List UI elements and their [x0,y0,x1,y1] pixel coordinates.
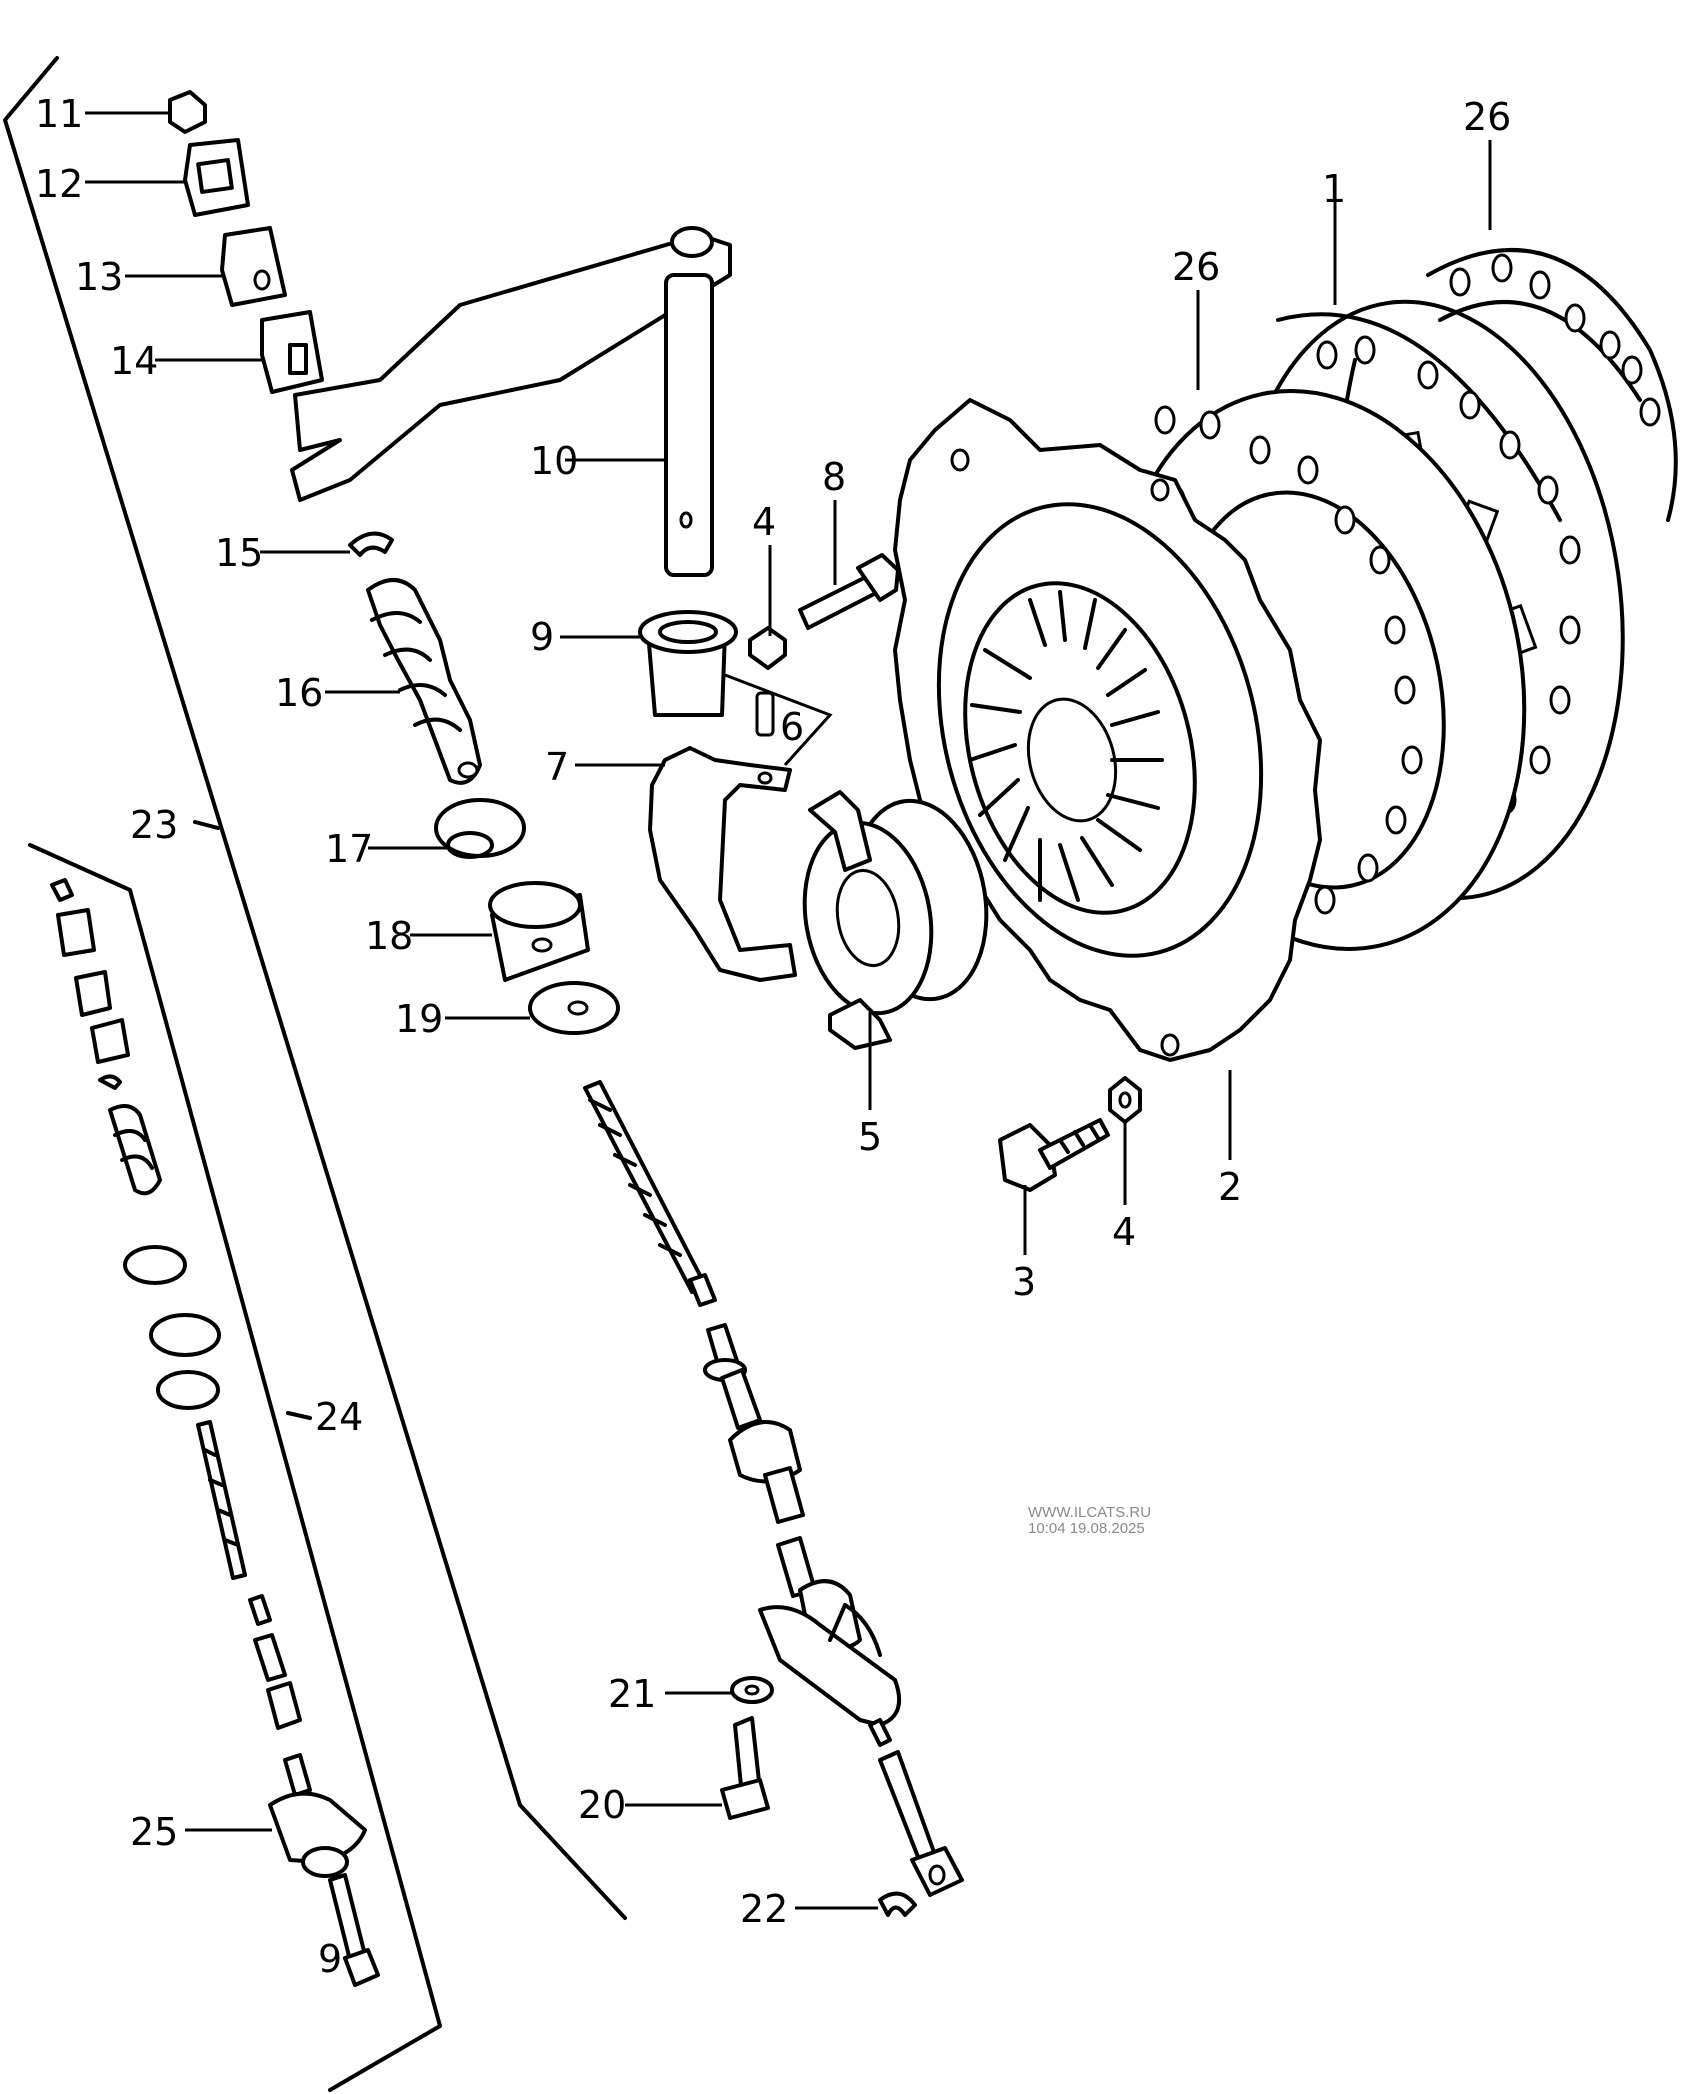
nut-4-right [1108,1076,1142,1124]
leader-lines [85,111,1492,1910]
callout-21: 21 [608,1672,656,1716]
callout-2: 2 [1218,1165,1242,1209]
release-fork [648,746,797,982]
bolt-8 [798,553,900,630]
clutch-shaft-lever [290,226,732,577]
callout-20: 20 [578,1783,626,1827]
callout-15: 15 [215,531,263,575]
callout-22: 22 [740,1887,788,1931]
nut-4-left [748,626,787,670]
callout-14: 14 [110,339,158,383]
boot-16 [366,578,482,785]
watermark-stamp: 10:04 19.08.2025 [1028,1520,1145,1537]
callout-6: 6 [780,705,804,749]
clutch-facing-outer [1426,248,1678,522]
callout-1: 1 [1322,167,1346,211]
callout-25: 25 [130,1810,178,1854]
callout-13: 13 [75,255,123,299]
callout-17: 17 [325,827,373,871]
rubber-14 [260,310,324,394]
pins-6 [724,673,833,767]
washer-19 [528,981,620,1035]
callout-12: 12 [35,162,83,206]
bolt-20 [720,1716,770,1820]
callout-9-small: 9 [318,1937,342,1981]
watermark-site: WWW.ILCATS.RU [1028,1504,1151,1521]
callout-7: 7 [545,745,569,789]
clip-22 [878,1891,917,1917]
bushing-17 [434,798,526,859]
callout-labels: 11 12 13 14 10 15 16 9 4 8 6 7 23 17 18 … [35,92,1511,1981]
pressure-plate [893,398,1322,1062]
callout-5: 5 [858,1115,882,1159]
rubber-18 [488,881,590,982]
watermark: WWW.ILCATS.RU 10:04 19.08.2025 [1028,1504,1151,1537]
callout-3: 3 [1012,1260,1036,1304]
callout-4-right: 4 [1112,1210,1136,1254]
callout-9: 9 [530,615,554,659]
rubber-13 [220,226,287,307]
group-bracket-23 [3,56,627,1920]
clutch-cable [583,1080,964,1897]
callout-23: 23 [130,803,178,847]
callout-16: 16 [275,671,323,715]
callout-26-middle: 26 [1172,245,1220,289]
callout-26-right: 26 [1463,95,1511,139]
release-bearing [802,790,989,1050]
callout-24: 24 [315,1395,363,1439]
group-bracket-24 [28,843,442,2092]
bushing-9 [638,610,738,717]
clip-15 [348,531,394,557]
cable-assembly-small [50,878,380,1987]
bolt-3 [998,1118,1110,1192]
callout-19: 19 [395,997,443,1041]
washer-21 [730,1676,774,1704]
callout-11: 11 [35,92,83,136]
callout-8: 8 [822,455,846,499]
callout-10: 10 [530,439,578,483]
callout-18: 18 [365,914,413,958]
callout-4-left: 4 [752,500,776,544]
nut-11 [168,90,207,134]
rubber-12 [183,138,250,217]
